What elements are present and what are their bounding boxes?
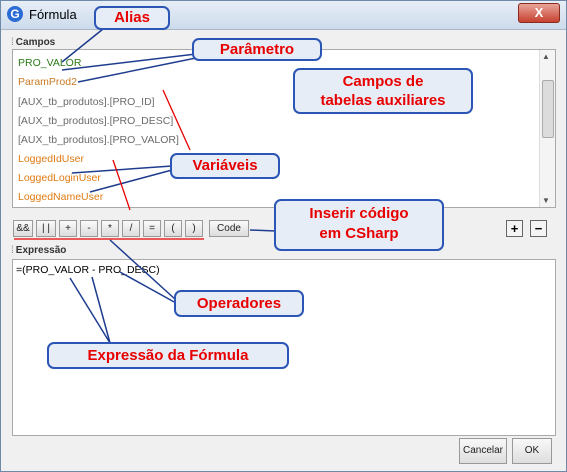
fields-section-label: ⁞Campos [11,37,56,48]
variables-pointer-line-b [89,169,173,193]
scrollbar-thumb[interactable] [542,80,554,138]
operator-or-button[interactable]: | | [36,220,56,237]
expression-text[interactable]: =(PRO_VALOR - PRO_DESC) [16,264,160,276]
scroll-down-icon[interactable]: ▼ [542,196,550,205]
window-title: Fórmula [29,7,77,22]
close-button[interactable]: X [518,3,560,23]
operators-pointer-line-a [109,239,177,301]
app-logo-icon: G [7,6,23,22]
ok-button[interactable]: OK [512,438,552,464]
variables-red-line [112,159,131,211]
variables-pointer-line-a [71,165,173,174]
code-button[interactable]: Code [209,220,249,237]
operators-pointer-line-b [119,271,177,304]
aux-fields-callout-line2: tabelas auxiliares [320,92,446,109]
operator-plus-button[interactable]: + [59,220,77,237]
operators-callout: Operadores [174,290,304,317]
parameter-callout: Parâmetro [192,38,322,61]
csharp-callout-line1: Inserir código [309,205,409,222]
field-item-aux-pro-desc[interactable]: [AUX_tb_produtos].[PRO_DESC] [18,115,174,127]
alias-pointer-line [61,28,104,63]
remove-button[interactable]: − [530,220,547,237]
operator-multiply-button[interactable]: * [101,220,119,237]
field-item-logged-login-user[interactable]: LoggedLoginUser [18,172,101,184]
csharp-callout: Inserir código em CSharp [274,199,444,251]
field-item-logged-id-user[interactable]: LoggedIdUser [18,153,84,165]
aux-fields-callout: Campos de tabelas auxiliares [293,68,473,114]
expression-callout: Expressão da Fórmula [47,342,289,369]
param-pointer-line-b [77,57,197,83]
field-item-aux-pro-id[interactable]: [AUX_tb_produtos].[PRO_ID] [18,96,155,108]
scroll-up-icon[interactable]: ▲ [542,52,550,61]
aux-fields-red-line [162,89,191,151]
csharp-pointer-line [249,229,277,232]
operator-open-paren-button[interactable]: ( [164,220,182,237]
fields-scrollbar[interactable]: ▲ ▼ [539,50,555,207]
operator-minus-button[interactable]: - [80,220,98,237]
alias-callout: Alias [94,6,170,30]
param-pointer-line-a [61,53,197,71]
variables-callout: Variáveis [170,153,280,179]
field-item-logged-name-user[interactable]: LoggedNameUser [18,191,104,203]
expression-section-label: ⁞Expressão [11,245,67,256]
expression-pointer-line-a [69,277,111,344]
expression-pointer-line-b [91,276,111,344]
collapse-grip-icon[interactable]: ⁞ [11,245,14,256]
operator-divide-button[interactable]: / [122,220,140,237]
operator-close-paren-button[interactable]: ) [185,220,203,237]
collapse-grip-icon[interactable]: ⁞ [11,37,14,48]
add-button[interactable]: + [506,220,523,237]
field-item-aux-pro-valor[interactable]: [AUX_tb_produtos].[PRO_VALOR] [18,134,179,146]
aux-fields-callout-line1: Campos de [342,73,424,90]
operator-and-button[interactable]: && [13,220,33,237]
csharp-callout-line2: em CSharp [319,225,399,242]
operator-equals-button[interactable]: = [143,220,161,237]
cancel-button[interactable]: Cancelar [459,438,507,464]
field-item-paramprod2[interactable]: ParamProd2 [18,76,77,88]
